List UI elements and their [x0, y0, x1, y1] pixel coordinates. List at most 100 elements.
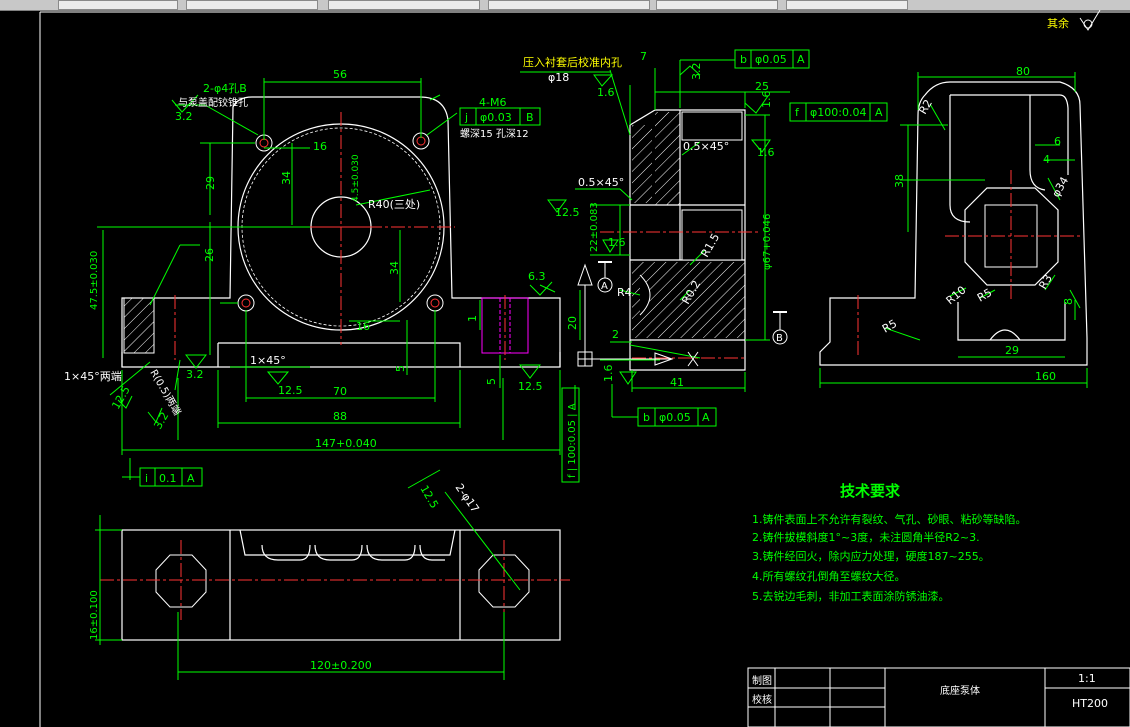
r5a: R5 — [975, 286, 994, 305]
scale: 1:1 — [1078, 672, 1096, 685]
holes-label: 2-φ4孔B — [203, 82, 247, 95]
dim-width-top: 56 — [333, 68, 347, 81]
side-dimensions — [819, 72, 1088, 388]
section-centerlines — [600, 231, 760, 359]
note-item-1: 1.铸件表面上不允许有裂纹、气孔、砂眼、粘砂等缺陷。 — [752, 512, 1027, 526]
tol-b-top-ref: A — [797, 53, 805, 66]
dim-70: 70 — [333, 385, 347, 398]
lineweight-dropdown[interactable] — [488, 0, 650, 10]
dim-41: 41 — [670, 376, 684, 389]
tol-b-bot-symbol: b — [643, 411, 650, 424]
bottom-dimensions — [95, 469, 521, 680]
dim-4: 4 — [1043, 153, 1050, 166]
chamfer-sb: 0.5×45° — [578, 176, 624, 189]
dim-160: 160 — [1035, 370, 1056, 383]
dim-5b: 5 — [485, 378, 498, 385]
roughness-e: 12.5 — [109, 384, 133, 412]
tol-f-vert-text: f | 100:0.05 | A — [567, 403, 578, 478]
tol-frame-b-top: b φ0.05 A — [680, 49, 810, 69]
tol-j-value: φ0.03 — [480, 111, 512, 124]
tol-i-ref: A — [187, 472, 195, 485]
tol-f-top-value: φ100:0.04 — [810, 106, 866, 119]
r3: R3 — [1036, 272, 1055, 291]
bottom-view: 12.5 2-φ17 16±0.100 120±0.200 — [89, 469, 570, 680]
section-view: 压入衬套后校准内孔 φ18 1.6 7 3.2 25 1.6 1.6 0.5×4… — [520, 49, 888, 483]
datum-b-label: B — [776, 333, 783, 344]
dim-29: 29 — [204, 176, 217, 190]
r5b: R5 — [880, 317, 899, 336]
note-item-2: 2.铸件拔模斜度1°~3度，未注圆角半径R2~3. — [752, 530, 980, 544]
r-note: R(0.5)两端 — [147, 367, 184, 417]
roughness-d: 12.5 — [518, 380, 543, 393]
side-leaders — [884, 103, 1061, 341]
dim-34a: 34 — [280, 171, 293, 185]
side-boss — [964, 187, 1059, 286]
color-dropdown[interactable] — [328, 0, 480, 10]
front-view-outline — [121, 96, 561, 368]
view-arrow-icon — [577, 263, 699, 367]
note-item-5: 5.去锐边毛刺，非加工表面涂防锈油漆。 — [752, 589, 950, 603]
section-dimensions — [574, 60, 790, 410]
tol-i-value: 0.1 — [159, 472, 177, 485]
dim-34b: 34 — [388, 261, 401, 275]
tol-b-bot-ref: A — [702, 411, 710, 424]
drawing-frame — [39, 11, 1130, 727]
dim-47-5: 47.5±0.030 — [89, 251, 100, 310]
note-item-3: 3.铸件经回火，除内应力处理，硬度187~255。 — [752, 549, 990, 563]
bottom-centerlines — [100, 540, 570, 620]
tol-frame-i: i 0.1 A — [122, 467, 203, 487]
tol-i-symbol: i — [145, 472, 148, 485]
plotstyle-dropdown[interactable] — [656, 0, 778, 10]
roughness-symbol-icon — [1079, 10, 1101, 31]
tol-b-top-value: φ0.05 — [755, 53, 787, 66]
technical-notes: 技术要求 1.铸件表面上不允许有裂纹、气孔、砂眼、粘砂等缺陷。 2.铸件拔模斜度… — [752, 482, 1027, 603]
chamfer-a: 1×45° — [250, 354, 286, 367]
dim-67: φ67+0.046 — [762, 214, 773, 270]
press-note: 压入衬套后校准内孔 — [523, 55, 622, 69]
tol-frame-f-top: f φ100:0.04 A — [789, 102, 888, 122]
roughness-sf: 1.6 — [608, 236, 626, 249]
dim-8: 8 — [1062, 298, 1075, 305]
bottom-holes: 2-φ17 — [453, 481, 482, 515]
tol-f-top-symbol: f — [795, 106, 800, 119]
dim-6: 6 — [1054, 135, 1061, 148]
roughness-b: 3.2 — [186, 368, 204, 381]
linetype-dropdown[interactable] — [186, 0, 318, 10]
notes-title: 技术要求 — [840, 482, 901, 500]
chamfer-b: 1×45°两端 — [64, 370, 122, 383]
title-block: 制图 校核 底座泵体 1:1 HT200 — [747, 667, 1130, 727]
roughness-a: 3.2 — [175, 110, 193, 123]
side-centerlines — [857, 170, 1080, 355]
roughness-sa: 1.6 — [597, 86, 615, 99]
dim-147: 147+0.040 — [315, 437, 377, 450]
layer-dropdown[interactable] — [58, 0, 178, 10]
dim-2: 2 — [612, 328, 619, 341]
bottom-outline — [121, 529, 561, 641]
dim-4-5: 4.5±0.030 — [351, 154, 361, 202]
tol-frame-b-bot: b φ0.05 A — [611, 384, 717, 427]
thread-note: 螺深15 孔深12 — [460, 128, 529, 140]
chamfer-sa: 0.5×45° — [683, 140, 729, 153]
holes-note: 与泵盖配铰锥孔 — [178, 96, 248, 109]
dim-88: 88 — [333, 410, 347, 423]
tol-j-symbol: j — [464, 111, 468, 124]
dim-120: 120±0.200 — [310, 659, 372, 672]
dim-16b: 16 — [356, 320, 370, 333]
drawn-label: 制图 — [752, 674, 772, 687]
cad-drawing: 其余 — [39, 10, 1130, 727]
side-view: 80 R2 6 4 38 φ34 R10 R5 R3 8 R5 29 160 — [819, 65, 1088, 388]
style-dropdown[interactable] — [786, 0, 908, 10]
dim-26: 26 — [203, 248, 216, 262]
datum-a-label: A — [601, 281, 608, 292]
tol-frame-j: j φ0.03 B — [459, 107, 541, 126]
r4: R4 — [617, 286, 632, 299]
front-dimensions — [97, 78, 561, 480]
bottom-roughness: 12.5 — [417, 483, 441, 511]
dim-80: 80 — [1016, 65, 1030, 78]
bore-label: φ18 — [548, 71, 569, 84]
d34: φ34 — [1049, 175, 1071, 200]
roughness-sg: 1.6 — [602, 365, 615, 383]
tol-f-top-ref: A — [875, 106, 883, 119]
roughness-sc: 1.6 — [760, 91, 773, 109]
dim-16a: 16 — [313, 140, 327, 153]
